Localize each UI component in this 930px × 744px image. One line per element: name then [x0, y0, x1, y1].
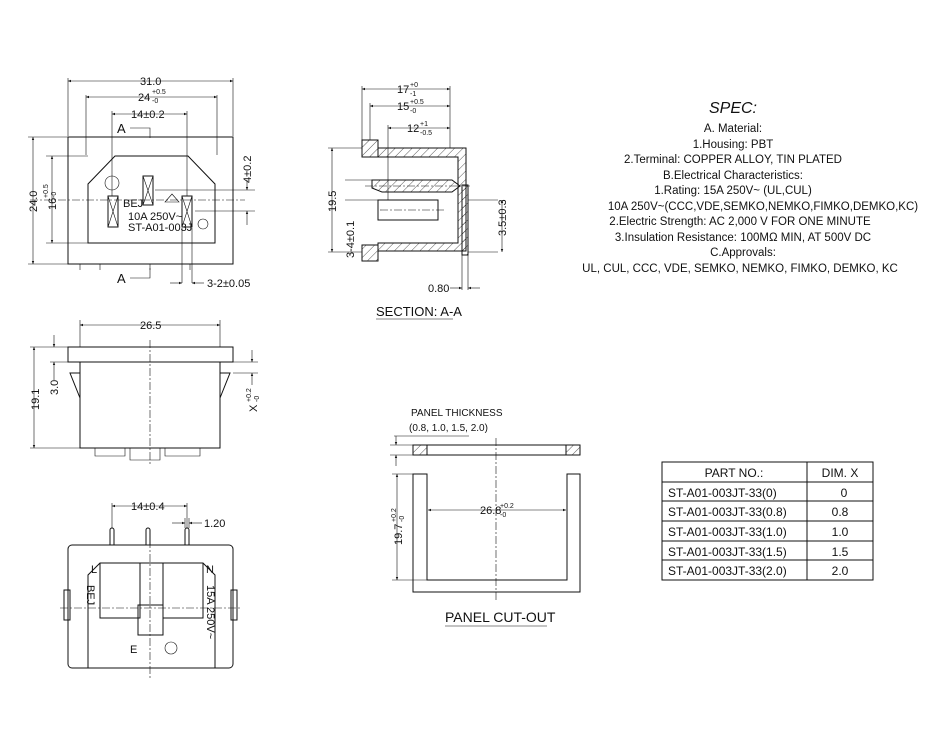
- svg-text:+0.2: +0.2: [246, 388, 253, 402]
- dim-bottom-pin-width: 1.20: [204, 518, 225, 530]
- svg-text:1.0: 1.0: [832, 525, 849, 539]
- svg-text:12: 12: [407, 123, 419, 135]
- spec-line: UL, CUL, CCC, VDE, SEMKO, NEMKO, FIMKO, …: [582, 263, 898, 275]
- svg-text:2.0: 2.0: [832, 564, 849, 578]
- svg-text:+0.2: +0.2: [391, 508, 398, 522]
- dim-side-height: 19.1: [30, 389, 42, 410]
- svg-text:BEJ: BEJ: [84, 585, 96, 605]
- front-view: BEJ 10A 250V~ ST-A01-003J 31.0 24 +0.5 -…: [28, 76, 255, 290]
- panel-thickness-values: (0.8, 1.0, 1.5, 2.0): [409, 423, 488, 434]
- panel-thickness-label: PANEL THICKNESS: [411, 408, 503, 419]
- dim-pin-height: 3-4±0.1: [345, 221, 357, 258]
- svg-text:+0.5: +0.5: [152, 89, 166, 96]
- svg-text:0: 0: [841, 486, 848, 500]
- bottom-view: L N E BEJ 15A 250V~ 14±0.4 1.20: [60, 501, 240, 680]
- svg-text:+1: +1: [420, 121, 428, 128]
- dim-cutout-width: 26.8: [480, 505, 501, 517]
- approval-mark-icon: [197, 218, 209, 230]
- pin-earth: [142, 175, 154, 206]
- marking-brand: BEJ: [123, 198, 143, 210]
- panel-cutout: PANEL THICKNESS (0.8, 1.0, 1.5, 2.0) 26.…: [390, 408, 581, 627]
- dim-height-overall: 24.0: [28, 191, 40, 212]
- spec-line: A. Material:: [704, 123, 762, 135]
- spec-line: B.Electrical Characteristics:: [663, 170, 803, 182]
- svg-text:ST-A01-003JT-33(0): ST-A01-003JT-33(0): [668, 486, 777, 500]
- table-row: ST-A01-003JT-33(0.8) 0.8: [668, 505, 849, 519]
- table-row: ST-A01-003JT-33(1.5) 1.5: [668, 545, 849, 559]
- svg-text:17: 17: [397, 84, 409, 96]
- table-row: ST-A01-003JT-33(1.0) 1.0: [668, 525, 849, 539]
- svg-text:+0.5: +0.5: [43, 184, 50, 198]
- svg-text:-0.5: -0.5: [420, 130, 432, 137]
- side-view: 26.5 19.1 3.0 X +0.2 -0: [30, 320, 261, 465]
- spec-line: 2.Electric Strength: AC 2,000 V FOR ONE …: [609, 216, 871, 228]
- spec-line: 1.Housing: PBT: [693, 139, 774, 151]
- table-header-part-no: PART NO.:: [705, 466, 764, 480]
- svg-text:-0: -0: [500, 512, 506, 519]
- section-view: 17 +0 -1 15 +0.5 -0 12 +1 -0.5 19.5 3-4±…: [327, 82, 509, 320]
- spec-line: 2.Terminal: COPPER ALLOY, TIN PLATED: [624, 154, 842, 166]
- dim-pin-width: 3-2±0.05: [207, 278, 250, 290]
- table-header-dim-x: DIM. X: [822, 466, 859, 480]
- spec-title: SPEC:: [709, 100, 757, 117]
- table-row: ST-A01-003JT-33(0) 0: [668, 486, 848, 500]
- dim-cutout-height: 19.7: [393, 524, 405, 545]
- dim-width-overall: 31.0: [140, 76, 161, 88]
- svg-text:ST-A01-003JT-33(1.5): ST-A01-003JT-33(1.5): [668, 545, 787, 559]
- svg-text:+0: +0: [410, 82, 418, 89]
- spec-line: 3.Insulation Resistance: 100MΩ MIN, AT 5…: [615, 232, 871, 244]
- front-outer-body: [67, 136, 234, 265]
- svg-text:-1: -1: [410, 91, 416, 98]
- marking-rating: 10A 250V~: [128, 211, 182, 223]
- dim-pin-spacing: 14±0.2: [131, 109, 165, 121]
- svg-text:15A 250V~: 15A 250V~: [204, 585, 216, 639]
- part-table: PART NO.: DIM. X ST-A01-003JT-33(0) 0 ST…: [661, 461, 874, 581]
- dim-bottom-pin-spacing: 14±0.4: [131, 501, 165, 513]
- pin-left: [107, 195, 119, 228]
- label-e: E: [130, 644, 137, 656]
- section-mark-bottom: A: [117, 271, 126, 286]
- svg-text:-0: -0: [152, 98, 158, 105]
- section-mark-top: A: [117, 121, 126, 136]
- svg-text:15: 15: [397, 101, 409, 113]
- svg-text:16: 16: [47, 198, 59, 210]
- svg-text:ST-A01-003JT-33(1.0): ST-A01-003JT-33(1.0): [668, 525, 787, 539]
- table-row: ST-A01-003JT-33(2.0) 2.0: [668, 564, 849, 578]
- earth-symbol-icon: [164, 193, 180, 203]
- marking-model: ST-A01-003J: [128, 222, 192, 234]
- svg-text:-0: -0: [51, 192, 58, 198]
- panel-cutout-title: PANEL CUT-OUT: [445, 609, 556, 625]
- section-title: SECTION: A-A: [376, 304, 462, 319]
- earth-symbol-icon: [164, 641, 178, 655]
- dim-flange: 3.0: [49, 380, 61, 395]
- svg-text:-0: -0: [410, 108, 416, 115]
- svg-text:1.5: 1.5: [832, 545, 849, 559]
- svg-text:+0.2: +0.2: [500, 503, 514, 510]
- dim-pin-offset: 4±0.2: [242, 156, 254, 183]
- label-n: N: [206, 564, 214, 576]
- svg-text:0.8: 0.8: [832, 505, 849, 519]
- spec-line: 10A 250V~(CCC,VDE,SEMKO,NEMKO,FIMKO,DEMK…: [608, 201, 918, 213]
- dim-section-height: 19.5: [327, 191, 339, 212]
- svg-text:-0: -0: [399, 516, 406, 522]
- spec-block: SPEC: A. Material: 1.Housing: PBT 2.Term…: [582, 100, 918, 275]
- dim-side-width: 26.5: [140, 320, 161, 332]
- dim-x: X: [248, 404, 260, 412]
- label-l: L: [91, 564, 97, 576]
- spec-line: 1.Rating: 15A 250V~ (UL,CUL): [654, 185, 812, 197]
- svg-text:ST-A01-003JT-33(0.8): ST-A01-003JT-33(0.8): [668, 505, 787, 519]
- dim-thickness: 0.80: [428, 283, 449, 295]
- dim-tab-height: 3.5±0.3: [497, 199, 509, 236]
- svg-text:ST-A01-003JT-33(2.0): ST-A01-003JT-33(2.0): [668, 564, 787, 578]
- spec-line: C.Approvals:: [710, 247, 776, 259]
- front-inlet-face: [87, 155, 216, 244]
- svg-text:+0.5: +0.5: [410, 99, 424, 106]
- svg-text:24: 24: [138, 92, 150, 104]
- svg-text:-0: -0: [254, 396, 261, 402]
